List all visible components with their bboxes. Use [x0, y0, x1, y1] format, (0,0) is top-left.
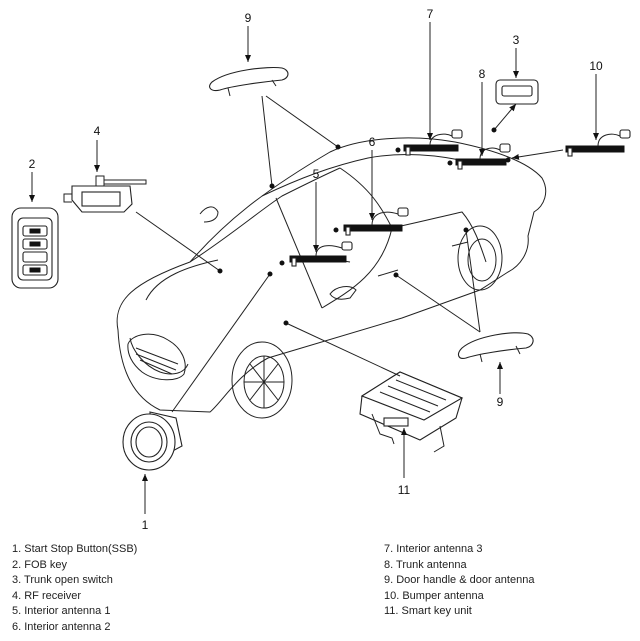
legend-item-bumper-antenna: 10. Bumper antenna: [384, 589, 484, 602]
legend-item-fob-key: 2. FOB key: [12, 558, 68, 571]
leader-lines: [29, 22, 599, 514]
legend-item-door-handle-antenna: 9. Door handle & door antenna: [384, 574, 535, 586]
component-location-diagram: 1 2 3 4 5 6 7 8 9 9 10 11: [11, 7, 631, 530]
trunk-open-switch-illustration: [495, 79, 539, 105]
callout-7: 7: [427, 7, 434, 21]
callout-1: 1: [142, 518, 149, 530]
callout-4: 4: [94, 124, 101, 138]
interior-antenna-3: [403, 129, 463, 156]
rf-receiver-illustration: [63, 175, 147, 213]
legend-item-start-stop-button: 1. Start Stop Button(SSB): [12, 543, 138, 555]
callout-10: 10: [589, 59, 603, 73]
legend-item-trunk-antenna: 8. Trunk antenna: [384, 558, 467, 571]
door-handle-top: [209, 67, 289, 97]
legend-item-interior-antenna-3: 7. Interior antenna 3: [384, 543, 483, 555]
fob-key-illustration: [11, 207, 59, 289]
legend-left: 1. Start Stop Button(SSB) 2. FOB key 3. …: [12, 542, 137, 635]
callout-2: 2: [29, 157, 36, 171]
trunk-antenna: [455, 143, 511, 170]
interior-antenna-2: [343, 207, 409, 236]
callout-9-right: 9: [497, 395, 504, 409]
interior-antenna-1: [289, 241, 353, 267]
start-stop-button-illustration: [122, 411, 183, 471]
callout-5: 5: [313, 167, 320, 181]
legend-item-smart-key-unit: 11. Smart key unit: [384, 605, 472, 617]
door-handle-right: [457, 332, 534, 363]
legend-item-interior-antenna-2: 6. Interior antenna 2: [12, 620, 111, 633]
legend-item-interior-antenna-1: 5. Interior antenna 1: [12, 605, 111, 617]
callout-11: 11: [398, 483, 411, 497]
bumper-antenna: [565, 129, 631, 157]
legend-item-rf-receiver: 4. RF receiver: [12, 589, 82, 602]
car-illustration: [116, 137, 547, 419]
legend-item-trunk-open-switch: 3. Trunk open switch: [12, 574, 113, 586]
callout-9-top: 9: [245, 11, 252, 25]
callout-6: 6: [369, 135, 376, 149]
callout-3: 3: [513, 33, 520, 47]
smart-key-unit-illustration: [359, 371, 464, 453]
callout-8: 8: [479, 67, 486, 81]
legend-right: 7. Interior antenna 3 8. Trunk antenna 9…: [384, 542, 534, 620]
